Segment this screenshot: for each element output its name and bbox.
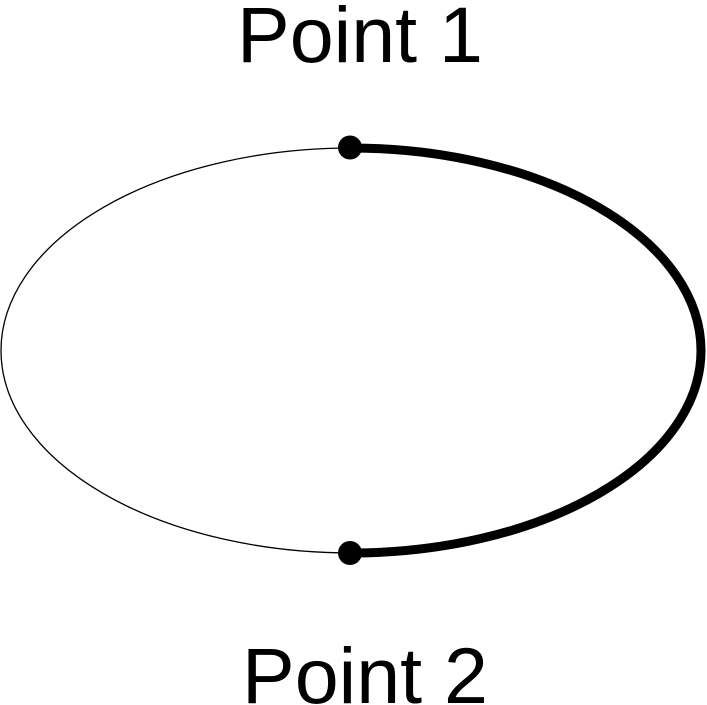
point-1-label: Point 1 [237,0,483,79]
ellipse-right-arc [350,143,706,558]
point-1-marker [338,135,362,160]
ellipse-left-arc [0,147,352,554]
point-2-marker [338,541,362,565]
point-2-label: Point 2 [242,631,488,705]
